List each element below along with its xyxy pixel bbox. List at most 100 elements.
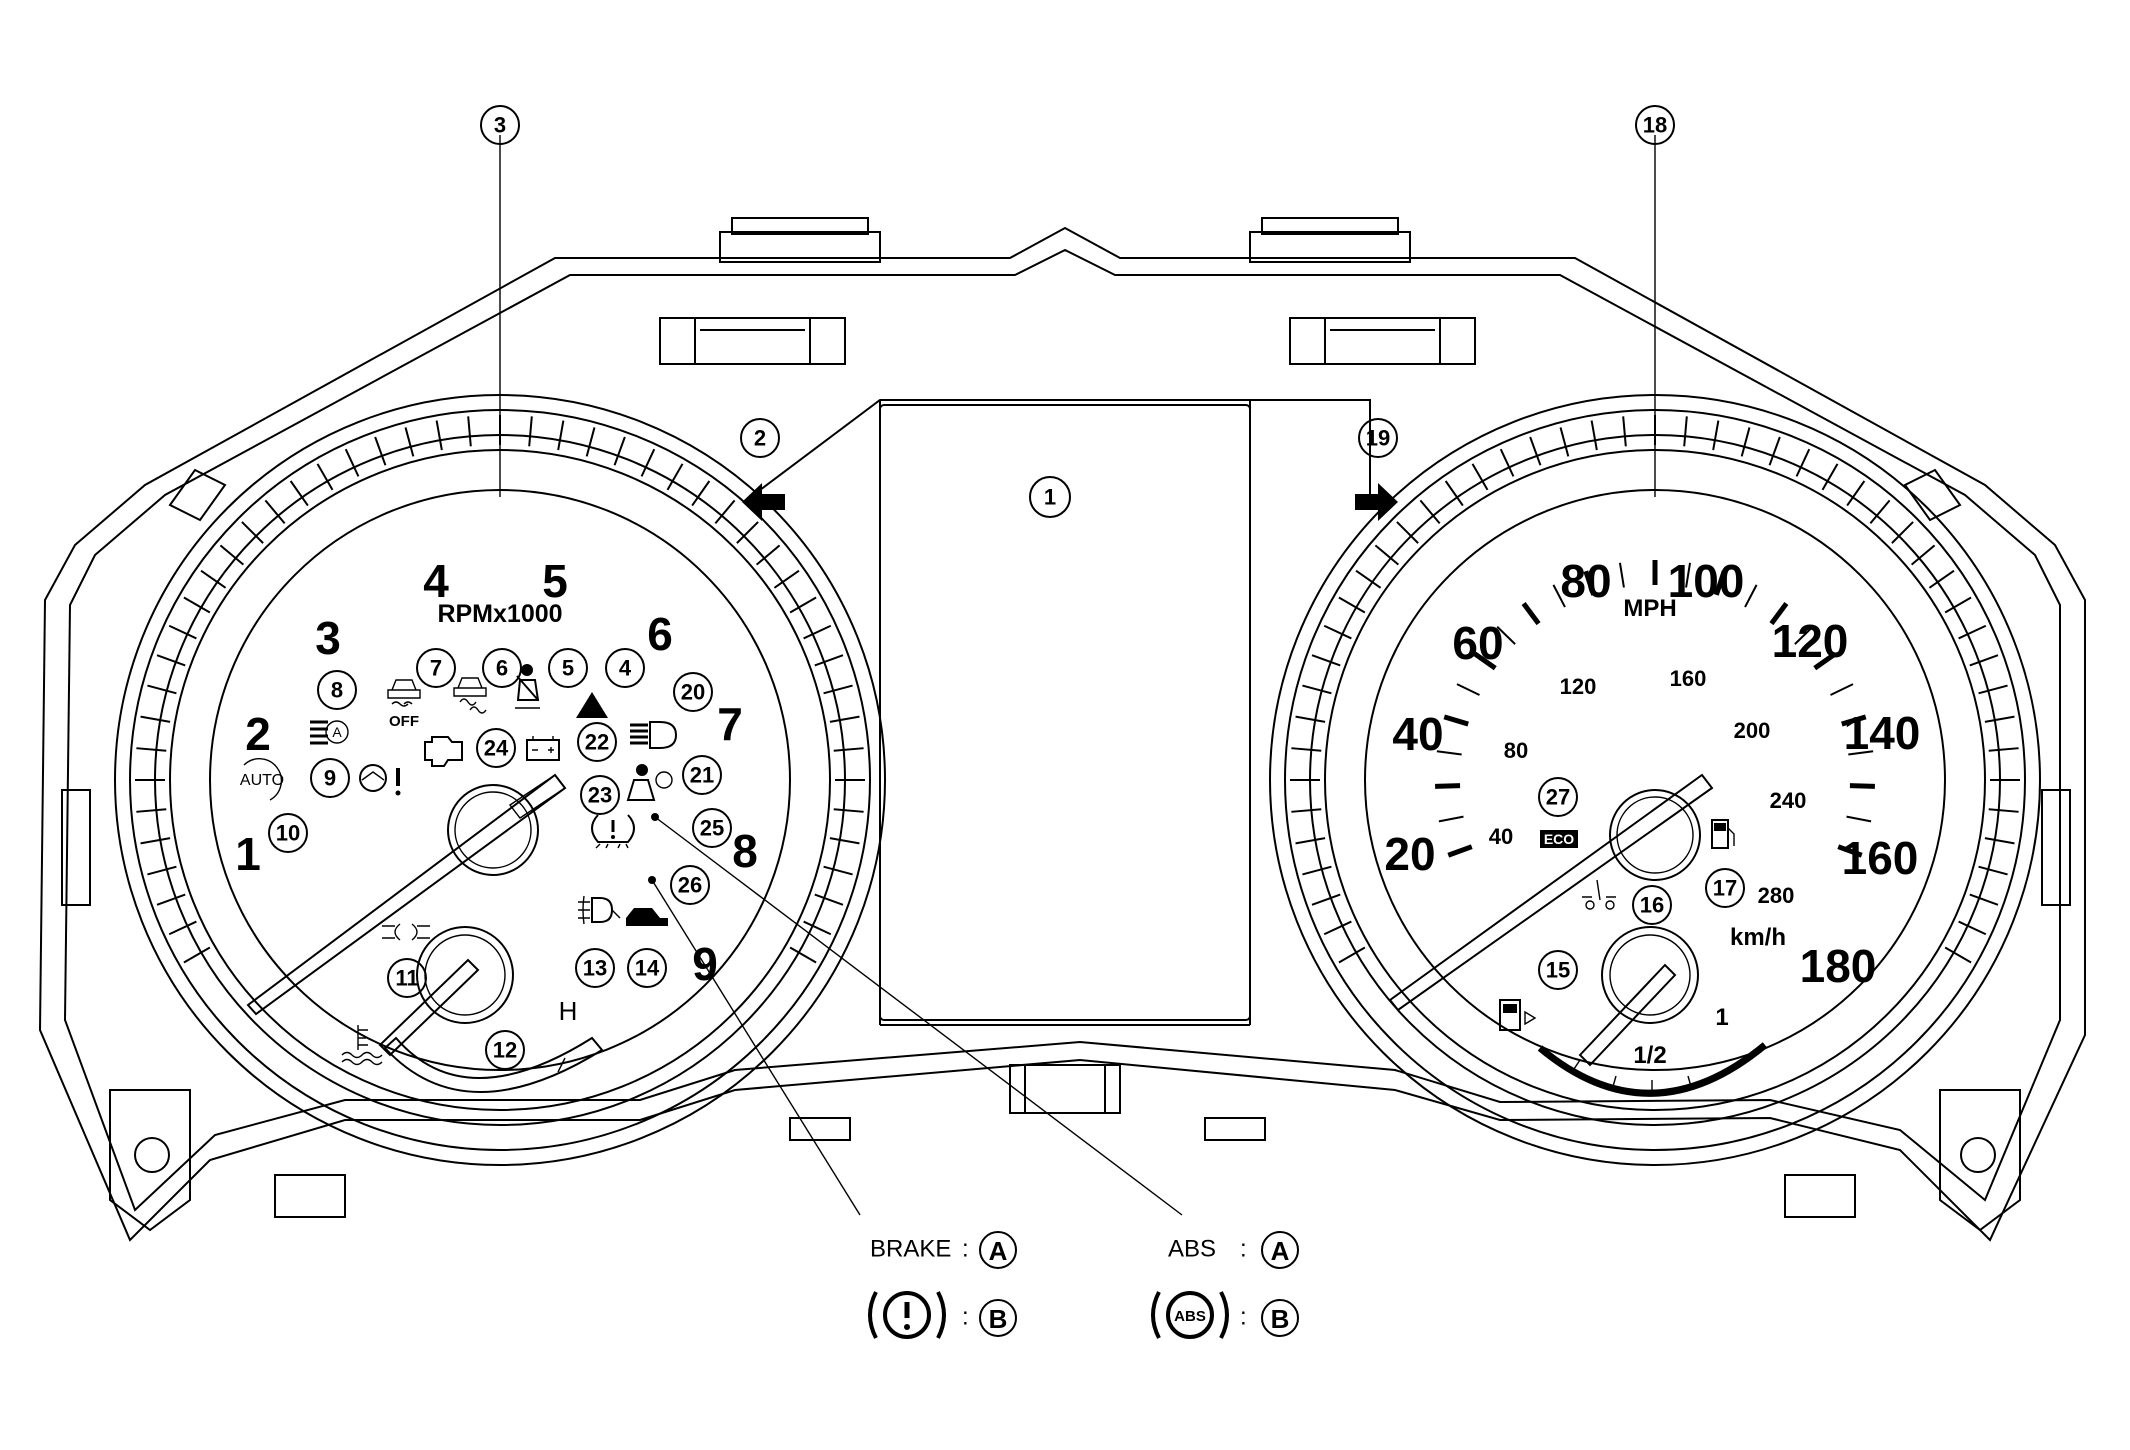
speedo-tick [1821, 463, 1839, 491]
tach-num-4: 4 [423, 555, 449, 607]
speedo-inner-tick [1552, 584, 1566, 608]
speedo-inner-tick [1456, 683, 1480, 696]
speedo-inner-tick [1846, 815, 1872, 823]
mph-140: 140 [1844, 707, 1921, 759]
speedo-inner-tick [1436, 750, 1462, 756]
tach-tick [803, 920, 832, 936]
speedo-tick [1622, 416, 1627, 447]
warning-legend: BRAKE : A : B ABS : A ABS : B [868, 1231, 1299, 1339]
svg-text::: : [962, 1235, 969, 1262]
brake-label: BRAKE [870, 1235, 951, 1262]
speedo-tick [1471, 463, 1489, 491]
mph-180: 180 [1800, 940, 1877, 992]
speedo-inner-tick [1841, 714, 1867, 727]
callout-5: 5 [562, 656, 574, 681]
tach-indicators: OFF A AUTO [240, 648, 1183, 1216]
callout-10: 10 [276, 821, 300, 846]
tach-tick [666, 463, 684, 491]
callout-circle-8 [317, 670, 357, 710]
low-fuel-icon [1711, 819, 1735, 849]
tach-tick [829, 715, 860, 723]
battery-icon [526, 736, 560, 761]
callout-circle-23 [580, 775, 620, 815]
callout-6: 6 [496, 656, 508, 681]
high-beam-icon [630, 721, 678, 749]
front-fog-icon [578, 895, 614, 925]
speedo-inner-tick [1583, 570, 1597, 596]
tach-tick [168, 920, 197, 936]
svg-text::: : [1240, 1235, 1247, 1262]
callout-7: 7 [430, 656, 442, 681]
speedo-tick [1355, 569, 1382, 589]
callout-circle-20 [673, 672, 713, 712]
tach-tick [814, 654, 844, 667]
mph-160: 160 [1842, 832, 1919, 884]
brake-state-a: A [989, 1236, 1008, 1266]
callout-3: 3 [494, 113, 506, 138]
speedo-tick [1559, 427, 1570, 457]
speedo-tick [1928, 569, 1955, 589]
speedo-tick [1374, 544, 1400, 566]
svg-text::: : [962, 1303, 969, 1330]
callout-2: 2 [754, 426, 766, 451]
tach-num-6: 6 [647, 608, 673, 660]
speedo-tick [1590, 420, 1598, 451]
airbag-icon [626, 764, 673, 801]
abs-warning-icon: ABS [1151, 1291, 1229, 1339]
tach-tick [789, 596, 817, 614]
speedo-tick [1988, 808, 2019, 813]
callout-24: 24 [484, 736, 509, 761]
speedo-tick [1891, 521, 1914, 544]
tach-tick [467, 416, 472, 447]
speedo-inner-tick [1685, 562, 1692, 588]
tach-tick [289, 480, 309, 507]
speedo-inner-tick [1713, 570, 1727, 596]
tpms-icon [591, 814, 635, 849]
callout-21: 21 [690, 763, 714, 788]
kmh-240: 240 [1770, 788, 1807, 813]
tach-tick [156, 893, 186, 906]
callout-13: 13 [583, 956, 607, 981]
speedo-inner-tick [1443, 714, 1469, 727]
kmh-280: 280 [1758, 883, 1795, 908]
kmh-200: 200 [1734, 718, 1771, 743]
speedo-inner-tick [1618, 562, 1625, 588]
abs-state-b: B [1271, 1304, 1290, 1334]
tach-tick [147, 865, 177, 876]
svg-text:ECO: ECO [1544, 831, 1574, 847]
callout-9: 9 [324, 766, 336, 791]
callout-26: 26 [678, 873, 702, 898]
tach-tick [803, 624, 832, 640]
tach-tick [640, 448, 656, 477]
speedo-tick [1712, 420, 1720, 451]
callout-17: 17 [1713, 876, 1737, 901]
speedo-tick [1869, 499, 1891, 525]
callout-circle-6 [482, 648, 522, 688]
kmh-160: 160 [1670, 666, 1707, 691]
speedo-tick [1846, 480, 1866, 507]
tach-tick [814, 893, 844, 906]
tach-tick [183, 596, 211, 614]
speedo-inner-tick [1848, 750, 1874, 756]
speedo-inner-tick [1794, 625, 1814, 645]
speedo-tick [1311, 654, 1341, 667]
speedo-tick [1291, 808, 1322, 813]
speedo-tick [1295, 715, 1326, 723]
tach-num-5: 5 [542, 555, 568, 607]
door-ajar-icon [611, 908, 668, 926]
callout-19: 19 [1366, 426, 1390, 451]
callout-1: 1 [1044, 485, 1056, 510]
tach-tick [168, 624, 197, 640]
speedo-tick [1338, 946, 1366, 964]
mph-unit-label: MPH [1623, 595, 1676, 622]
svg-text:ABS: ABS [1174, 1308, 1206, 1325]
tach-tick [833, 747, 864, 752]
abs-label: ABS [1168, 1235, 1216, 1262]
check-engine-icon [424, 736, 463, 767]
speedo-tick [1984, 715, 2015, 723]
tach-num-2: 2 [245, 708, 271, 760]
speedo-tick [1969, 893, 1999, 906]
tach-tick [344, 448, 360, 477]
callout-20: 20 [681, 680, 705, 705]
speedo-tick [1988, 747, 2019, 752]
